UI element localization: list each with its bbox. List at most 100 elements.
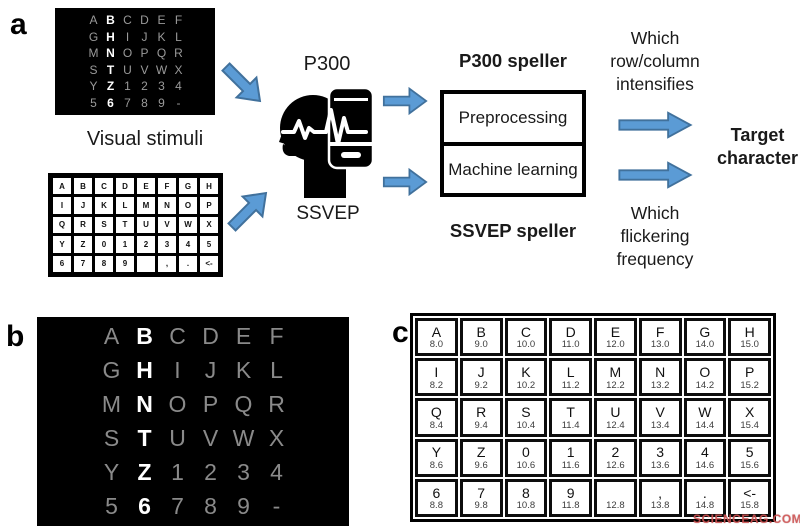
key-frequency: 13.6: [650, 459, 670, 471]
matrix-char: G: [88, 29, 99, 44]
mini-key: T: [116, 216, 134, 234]
mini-key: J: [74, 197, 92, 214]
matrix-char: E: [157, 13, 166, 28]
matrix-char: D: [202, 322, 219, 349]
matrix-char: S: [89, 62, 98, 77]
key-frequency: 9.4: [474, 419, 488, 431]
mini-key: Q: [53, 216, 71, 234]
matrix-char: 1: [171, 458, 184, 485]
key-frequency: 11.4: [561, 419, 580, 431]
mini-key: <-: [200, 255, 218, 272]
matrix-char: A: [89, 13, 98, 28]
key-frequency: 12.4: [606, 419, 625, 431]
mini-key: 3: [158, 236, 176, 253]
matrix-char: I: [174, 356, 181, 383]
matrix-char: I: [125, 29, 130, 44]
arrow-right-top-icon: [381, 86, 429, 116]
matrix-char: P: [140, 46, 149, 61]
mini-key: O: [179, 197, 197, 214]
target-character-text: Target character: [716, 125, 799, 168]
key-frequency: 11.8: [561, 500, 580, 512]
speller-key: ,13.8: [638, 478, 682, 517]
mini-key: B: [74, 178, 92, 195]
key-frequency: 15.8: [740, 500, 759, 512]
mini-key: G: [179, 178, 197, 195]
matrix-char: 8: [141, 95, 148, 110]
ssvep-speller-title: SSVEP speller: [449, 220, 577, 241]
mini-key: 2: [137, 236, 155, 253]
key-frequency: 12.0: [606, 339, 625, 351]
mini-key: U: [137, 216, 155, 234]
key-character: V: [655, 404, 665, 421]
key-frequency: 11.2: [561, 379, 580, 391]
key-character: R: [476, 404, 487, 421]
key-character: T: [566, 404, 575, 421]
matrix-char: G: [102, 356, 121, 383]
key-character: N: [655, 364, 666, 381]
arrow-right-bottom-icon: [381, 167, 429, 197]
key-frequency: 15.4: [740, 419, 759, 431]
key-character: L: [566, 364, 575, 381]
key-character: P: [744, 364, 755, 381]
watermark: SCIENCEAG.COM: [693, 512, 800, 526]
mini-key: W: [179, 216, 197, 234]
panel-c-label: c: [392, 316, 409, 349]
matrix-char: 9: [158, 95, 165, 110]
key-frequency: 8.0: [429, 339, 443, 351]
key-frequency: 12.2: [606, 379, 625, 391]
matrix-char: 7: [171, 492, 184, 519]
key-character: K: [521, 364, 531, 381]
key-frequency: 8.4: [429, 419, 443, 431]
key-frequency: 10.4: [516, 419, 536, 431]
mini-key: 1: [116, 236, 134, 253]
key-character: S: [521, 404, 531, 421]
key-character: O: [699, 364, 711, 381]
key-frequency: 13.8: [650, 500, 670, 512]
key-frequency: 8.6: [429, 459, 443, 471]
matrix-char: O: [122, 46, 133, 61]
key-frequency: 9.2: [474, 379, 488, 391]
machine-learning-step: Machine learning: [448, 159, 578, 179]
key-frequency: 15.6: [740, 459, 759, 471]
mini-key: K: [95, 197, 113, 214]
speller-key: 12.8: [594, 478, 637, 517]
mini-key: R: [74, 216, 92, 234]
key-character: 0: [521, 444, 530, 461]
matrix-char: M: [88, 46, 99, 61]
matrix-char: -: [272, 492, 281, 519]
matrix-char: P: [202, 390, 219, 417]
mini-key: D: [116, 178, 134, 195]
mini-key: A: [53, 178, 71, 195]
key-frequency: 10.8: [516, 500, 536, 512]
matrix-char: N: [136, 390, 153, 417]
key-character: Q: [430, 404, 442, 421]
preprocessing-step: Preprocessing: [444, 94, 582, 146]
matrix-char: 5: [105, 492, 118, 519]
mini-key: X: [200, 216, 218, 234]
key-frequency: 12.6: [606, 459, 625, 471]
matrix-char: X: [174, 62, 183, 77]
matrix-char: F: [269, 322, 284, 349]
mini-key: 5: [200, 236, 218, 253]
matrix-char: W: [232, 424, 255, 451]
matrix-char: 6: [138, 492, 151, 519]
mini-key: [137, 255, 155, 272]
key-character: 7: [477, 484, 486, 501]
matrix-char: Q: [156, 46, 167, 61]
matrix-char: L: [175, 29, 182, 44]
key-frequency: 9.8: [474, 500, 488, 512]
